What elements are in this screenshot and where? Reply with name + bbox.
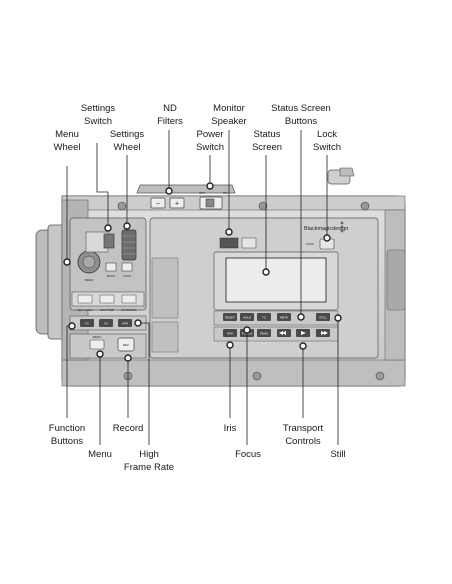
lock-small-label: LOCK bbox=[123, 274, 131, 278]
settings-switch[interactable] bbox=[104, 234, 114, 248]
label-menu-wheel: Menu Wheel bbox=[44, 129, 90, 154]
hfr-label: HFR bbox=[122, 322, 129, 326]
white-bal-label: WHITE BAL bbox=[121, 308, 138, 312]
shutter-label: SHUTTER bbox=[100, 308, 115, 312]
lock-button-small[interactable] bbox=[122, 263, 132, 271]
back-button[interactable] bbox=[106, 263, 116, 271]
left-control-panel: MENU BACK LOCK ISO / GAIN SHUTTER WHITE … bbox=[70, 218, 146, 312]
lock-label: LOCK bbox=[306, 242, 314, 246]
iso-gain-button[interactable] bbox=[78, 295, 92, 303]
label-power-switch: Power Switch bbox=[187, 129, 233, 154]
label-nd-filters: ND Filters bbox=[150, 103, 190, 128]
label-iris: Iris bbox=[214, 423, 246, 436]
f2-label: F2 bbox=[104, 322, 108, 326]
label-lock-switch: Lock Switch bbox=[306, 129, 348, 154]
label-transport-controls: Transport Controls bbox=[272, 423, 334, 448]
status-screen bbox=[226, 258, 326, 302]
lower-controls: IRIS FOCUS PEAK bbox=[214, 327, 338, 341]
power-off-label: OFF bbox=[199, 191, 205, 195]
monitor-speaker bbox=[220, 238, 238, 248]
svg-text:+: + bbox=[175, 201, 179, 208]
svg-text:−: − bbox=[156, 201, 160, 208]
label-high-frame-rate: High Frame Rate bbox=[120, 449, 178, 474]
menu-wheel-label: MENU bbox=[85, 278, 94, 282]
menu-record-panel: MENU REC bbox=[70, 334, 146, 358]
label-status-screen: Status Screen bbox=[244, 129, 290, 154]
label-settings-switch: Settings Switch bbox=[74, 103, 122, 128]
menu-button[interactable] bbox=[90, 340, 104, 349]
label-monitor-speaker: Monitor Speaker bbox=[202, 103, 256, 128]
reset-label: RESET bbox=[225, 316, 235, 320]
rec-label: REC bbox=[123, 343, 130, 347]
white-bal-button[interactable] bbox=[122, 295, 136, 303]
iso-gain-label: ISO / GAIN bbox=[77, 308, 92, 312]
label-status-screen-buttons: Status Screen Buttons bbox=[266, 103, 336, 128]
back-label: BACK bbox=[107, 274, 115, 278]
f1-label: F1 bbox=[85, 322, 89, 326]
peak-label: PEAK bbox=[260, 332, 268, 336]
menu-button-label: MENU bbox=[93, 335, 102, 339]
iris-label: IRIS bbox=[227, 332, 233, 336]
label-record: Record bbox=[106, 423, 150, 436]
label-focus: Focus bbox=[228, 449, 268, 462]
hold-label: HOLD bbox=[243, 316, 252, 320]
settings-wheel[interactable] bbox=[122, 230, 136, 260]
label-function-buttons: Function Buttons bbox=[40, 423, 94, 448]
label-still: Still bbox=[322, 449, 354, 462]
label-menu: Menu bbox=[82, 449, 118, 462]
shutter-button[interactable] bbox=[100, 295, 114, 303]
meta-label: META bbox=[280, 316, 288, 320]
still-label: STILL bbox=[319, 316, 327, 320]
label-settings-wheel: Settings Wheel bbox=[103, 129, 151, 154]
status-screen-buttons: RESET HOLD TC META STILL bbox=[214, 311, 338, 325]
status-screen-housing bbox=[214, 252, 338, 310]
power-on-label: ON bbox=[223, 191, 228, 195]
side-grip bbox=[36, 225, 66, 339]
